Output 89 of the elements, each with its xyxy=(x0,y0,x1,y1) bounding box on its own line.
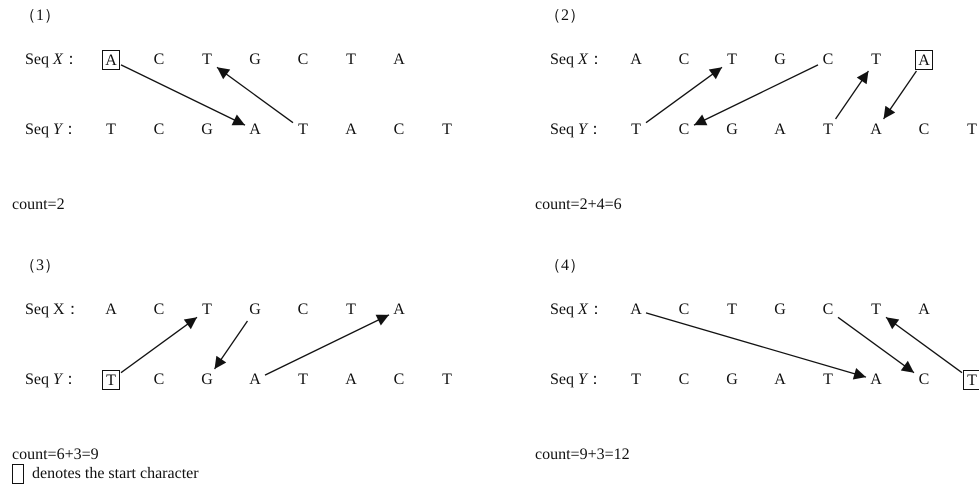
sequence-character: A xyxy=(390,300,408,320)
sequence-character: C xyxy=(675,300,693,320)
sequence-character: G xyxy=(246,50,264,70)
sequence-label: Seq Y： xyxy=(550,370,603,390)
arrow xyxy=(838,316,914,374)
arrow xyxy=(120,316,198,374)
panel-number: （2） xyxy=(545,6,585,26)
arrow xyxy=(120,64,246,126)
sequence-character: T xyxy=(627,370,645,390)
sequence-character: T xyxy=(963,120,979,140)
sequence-character: A xyxy=(102,300,120,320)
sequence-label: Seq Y： xyxy=(550,120,603,140)
arrow xyxy=(835,70,869,120)
sequence-character: A xyxy=(867,370,885,390)
sequence-label: Seq X： xyxy=(550,300,604,320)
panel-number: （1） xyxy=(20,6,60,26)
sequence-character: T xyxy=(294,370,312,390)
panel-number: （3） xyxy=(20,256,60,276)
sequence-character: G xyxy=(771,50,789,70)
sequence-character: C xyxy=(675,120,693,140)
sequence-character: T xyxy=(342,50,360,70)
count-formula: count=6+3=9 xyxy=(12,445,99,465)
sequence-character: C xyxy=(675,370,693,390)
count-formula: count=2 xyxy=(12,195,65,215)
sequence-character: G xyxy=(198,370,216,390)
sequence-character: G xyxy=(246,300,264,320)
sequence-label: Seq Y： xyxy=(25,120,78,140)
sequence-character: T xyxy=(819,370,837,390)
sequence-character: T xyxy=(867,300,885,320)
start-character: T xyxy=(963,370,979,390)
sequence-character: T xyxy=(627,120,645,140)
arrow xyxy=(216,66,294,124)
sequence-character: A xyxy=(246,120,264,140)
sequence-character: T xyxy=(723,50,741,70)
sequence-character: A xyxy=(246,370,264,390)
sequence-character: A xyxy=(342,370,360,390)
arrow xyxy=(646,66,722,124)
count-formula: count=2+4=6 xyxy=(535,195,622,215)
sequence-label: Seq X： xyxy=(25,50,79,70)
arrow xyxy=(214,320,248,370)
sequence-character: A xyxy=(915,300,933,320)
sequence-character: C xyxy=(150,370,168,390)
arrow xyxy=(646,312,866,380)
sequence-label: Seq X： xyxy=(25,300,81,320)
sequence-character: A xyxy=(867,120,885,140)
start-character: T xyxy=(102,370,120,390)
sequence-label: Seq Y： xyxy=(25,370,78,390)
sequence-character: A xyxy=(771,120,789,140)
sequence-character: A xyxy=(342,120,360,140)
sequence-character: T xyxy=(198,300,216,320)
arrow xyxy=(264,314,390,376)
sequence-character: A xyxy=(771,370,789,390)
legend-text: denotes the start character xyxy=(32,465,199,483)
sequence-character: T xyxy=(102,120,120,140)
sequence-character: C xyxy=(915,120,933,140)
arrow xyxy=(694,64,818,126)
sequence-character: T xyxy=(294,120,312,140)
sequence-character: T xyxy=(867,50,885,70)
sequence-character: A xyxy=(627,50,645,70)
sequence-character: T xyxy=(723,300,741,320)
count-formula: count=9+3=12 xyxy=(535,445,630,465)
sequence-character: A xyxy=(627,300,645,320)
sequence-character: G xyxy=(771,300,789,320)
arrow xyxy=(883,70,917,120)
sequence-character: T xyxy=(819,120,837,140)
sequence-character: C xyxy=(390,120,408,140)
sequence-character: T xyxy=(438,120,456,140)
sequence-character: C xyxy=(675,50,693,70)
sequence-character: T xyxy=(198,50,216,70)
sequence-character: C xyxy=(150,50,168,70)
sequence-character: G xyxy=(723,370,741,390)
sequence-character: G xyxy=(723,120,741,140)
sequence-character: C xyxy=(150,120,168,140)
panel-number: （4） xyxy=(545,256,585,276)
sequence-character: C xyxy=(819,300,837,320)
sequence-label: Seq X： xyxy=(550,50,604,70)
sequence-character: A xyxy=(390,50,408,70)
sequence-character: C xyxy=(915,370,933,390)
arrow xyxy=(886,316,962,374)
sequence-character: C xyxy=(390,370,408,390)
sequence-character: G xyxy=(198,120,216,140)
sequence-character: C xyxy=(819,50,837,70)
sequence-character: T xyxy=(438,370,456,390)
start-character: A xyxy=(102,50,120,70)
sequence-character: C xyxy=(294,300,312,320)
sequence-character: T xyxy=(342,300,360,320)
start-character: A xyxy=(915,50,933,70)
sequence-character: C xyxy=(294,50,312,70)
sequence-character: C xyxy=(150,300,168,320)
